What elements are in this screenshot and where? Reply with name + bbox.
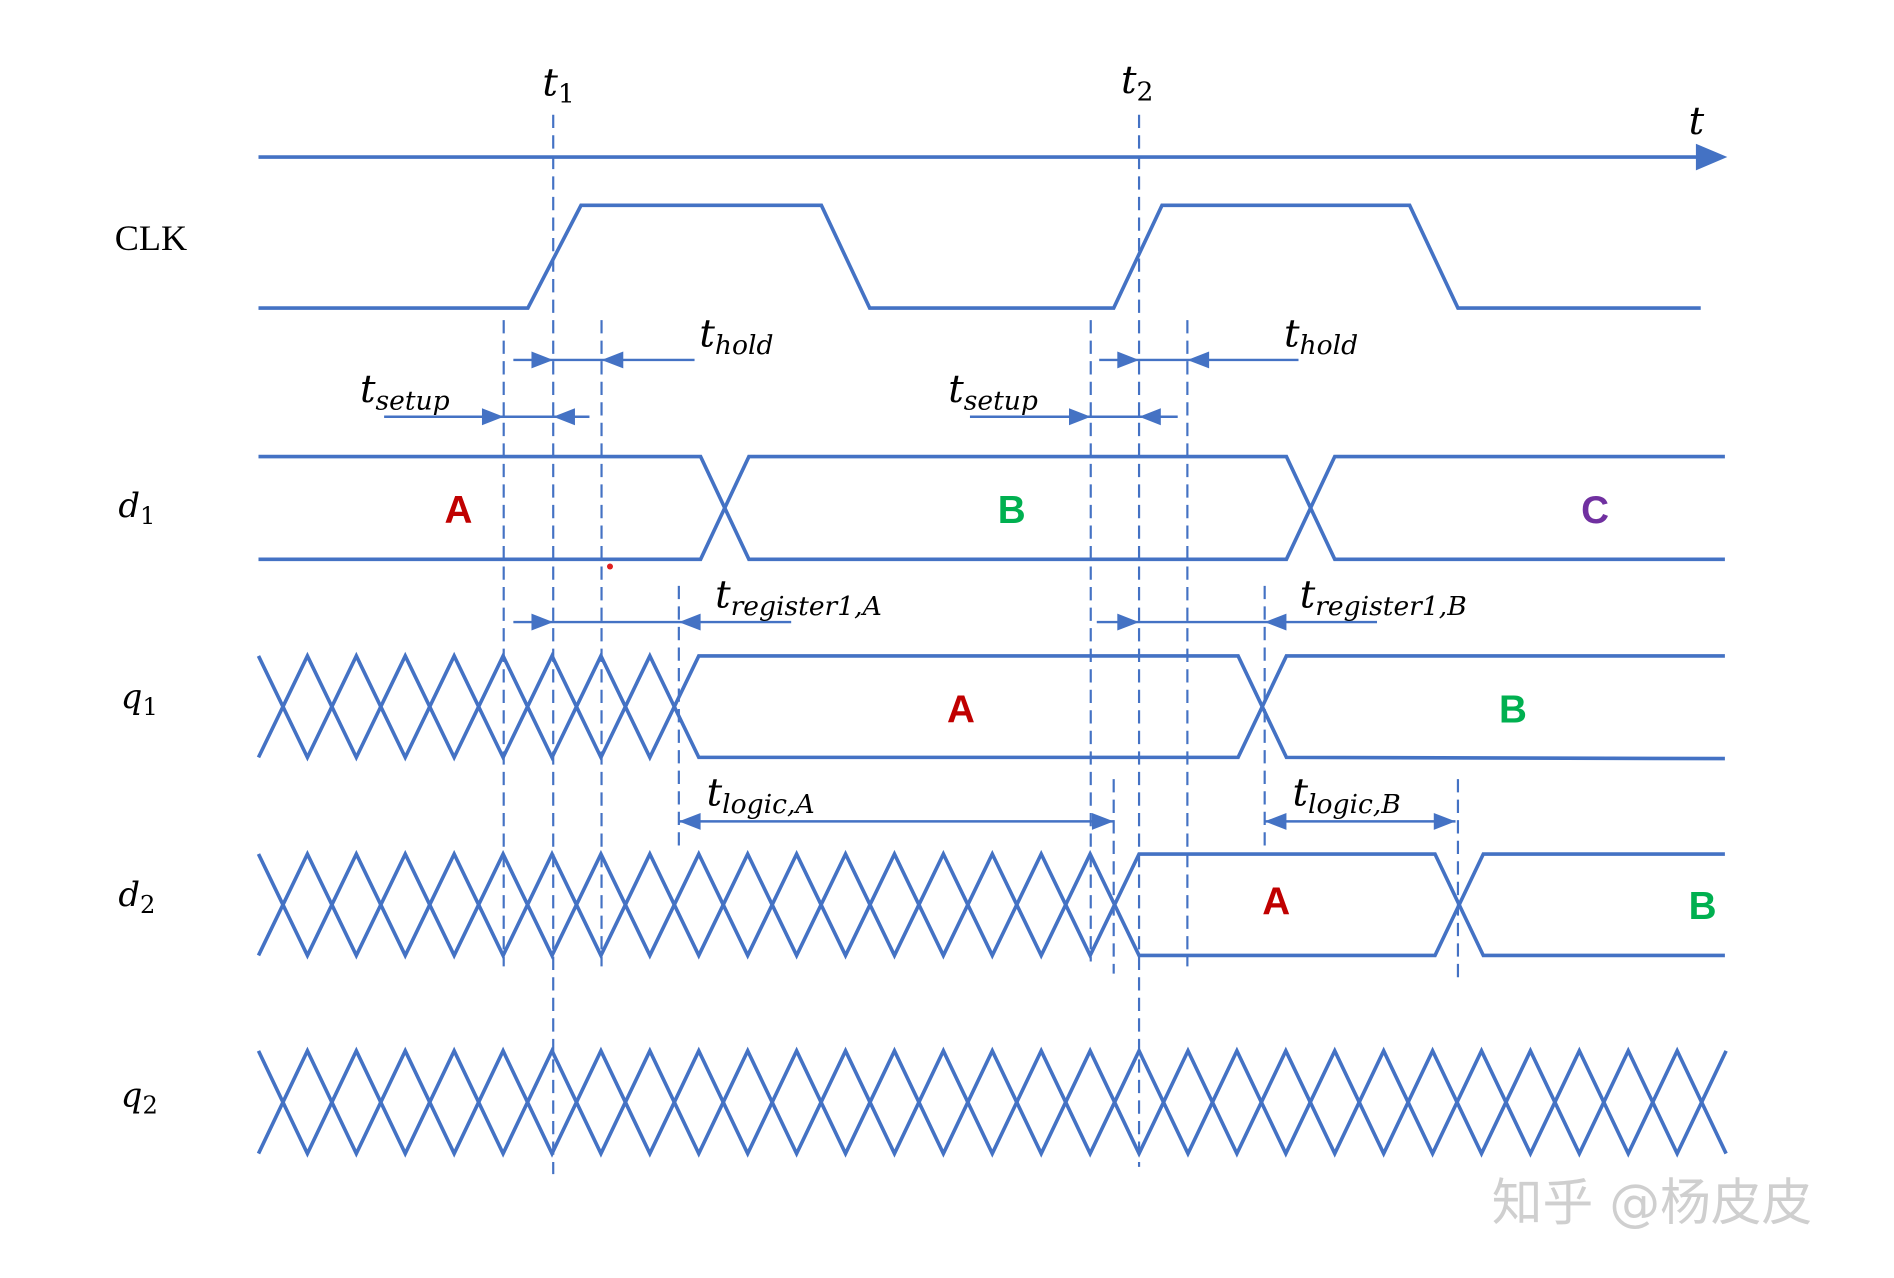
stray-red-dot (606, 563, 614, 570)
interval-arrows (384, 351, 1456, 830)
setup-t2-arrowhead-1 (1068, 408, 1091, 426)
logic-A-arrow (678, 812, 1114, 830)
d1-value-B: B (998, 489, 1026, 532)
register1-B-arrow (1096, 613, 1378, 631)
time-axis-arrowhead (1695, 143, 1728, 171)
clock-edge-t2-label: t2 (1121, 58, 1153, 107)
d2-value-A: A (1262, 880, 1290, 923)
hold-t2-arrowhead-1 (1117, 351, 1140, 369)
clock-edge-t2-index: 2 (1136, 76, 1153, 107)
register1-A-symbol: t (715, 573, 731, 618)
q1-value-B: B (1499, 688, 1527, 731)
logic-B-arrowhead-1 (1264, 812, 1287, 830)
hold-t1-label: thold (699, 312, 773, 361)
setup-t1-arrowhead-1 (481, 408, 504, 426)
q2-waveform-trace-1 (256, 1046, 1728, 1158)
register1-B-subscript: register1,B (1315, 591, 1467, 622)
register1-A-subscript: register1,A (731, 591, 882, 622)
logic-B-arrow (1264, 812, 1456, 830)
setup-t1-label: tsetup (360, 367, 450, 416)
q1-waveform-trace-1 (256, 651, 1725, 762)
clock-edge-t1-label: t1 (542, 60, 574, 109)
hold-t2-symbol: t (1284, 312, 1300, 357)
d1-waveform-trace-2 (258, 454, 1725, 562)
q2-waveform-trace-2 (256, 1046, 1728, 1158)
register1-A-label: tregister1,A (715, 573, 882, 622)
logic-B-label: tlogic,B (1292, 771, 1400, 820)
hold-t2-label: thold (1284, 312, 1358, 361)
signal-label-d2-index: 2 (140, 891, 155, 919)
setup-t1-subscript: setup (375, 385, 449, 416)
register1-B-label: tregister1,B (1300, 573, 1467, 622)
waveforms (256, 203, 1728, 1158)
logic-B-subscript: logic,B (1308, 789, 1401, 820)
d2-waveform-trace-2 (256, 849, 1725, 960)
register1-B-symbol: t (1300, 573, 1316, 618)
d1-value-A: A (445, 489, 473, 532)
hold-t2-subscript: hold (1300, 330, 1359, 361)
hold-t2-arrowhead-2 (1187, 351, 1210, 369)
signal-label-q2: q2 (121, 1075, 158, 1119)
q1-value-A: A (947, 688, 975, 731)
register1-B-arrowhead-1 (1117, 613, 1140, 631)
hold-t1-arrowhead-1 (531, 351, 554, 369)
d2-value-B: B (1689, 885, 1717, 928)
clock-edge-t1-index: 1 (558, 79, 575, 110)
hold-t1-subscript: hold (715, 330, 774, 361)
logic-A-label: tlogic,A (707, 771, 815, 820)
setup-t1-symbol: t (360, 367, 376, 412)
signal-label-q1-symbol: q (121, 677, 143, 716)
register1-A-arrow (513, 613, 792, 631)
labels: t t1 t2 CLK d1 q1 d2 q2 A B C A B A B th… (115, 58, 1812, 1232)
signal-label-d2: d2 (118, 875, 155, 919)
logic-B-symbol: t (1292, 771, 1308, 816)
setup-t2-symbol: t (948, 367, 964, 412)
hold-t1-arrowhead-2 (601, 351, 624, 369)
hold-t2-arrow (1099, 351, 1299, 369)
diagram-marks (256, 114, 1728, 1175)
logic-A-arrowhead-2 (1091, 812, 1114, 830)
logic-A-arrowhead-1 (678, 812, 701, 830)
signal-label-d2-symbol: d (118, 875, 140, 914)
clock-edge-t1-symbol: t (542, 60, 558, 105)
logic-B-arrowhead-2 (1433, 812, 1456, 830)
hold-t1-arrow (513, 351, 695, 369)
setup-t1-arrowhead-2 (553, 408, 575, 426)
register1-A-arrowhead-2 (678, 613, 701, 631)
signal-label-q1-index: 1 (142, 693, 157, 721)
setup-t1-arrow (384, 408, 590, 426)
setup-t2-arrow (969, 408, 1178, 426)
setup-t2-label: tsetup (948, 367, 1038, 416)
signal-label-clk: CLK (115, 218, 187, 258)
d1-value-C: C (1581, 489, 1609, 532)
watermark: 知乎 @杨皮皮 (1492, 1173, 1812, 1232)
d1-waveform-trace-1 (258, 454, 1725, 562)
register1-A-arrowhead-1 (531, 613, 554, 631)
clk-waveform (258, 203, 1701, 310)
setup-t2-arrowhead-2 (1139, 408, 1161, 426)
signal-label-d1: d1 (118, 486, 155, 530)
clock-edge-t2-symbol: t (1121, 58, 1137, 103)
hold-t1-symbol: t (699, 312, 715, 357)
q1-waveform-trace-2 (256, 651, 1725, 762)
time-axis (258, 143, 1728, 171)
register1-B-arrowhead-2 (1264, 613, 1287, 631)
logic-A-symbol: t (707, 771, 723, 816)
signal-label-q2-index: 2 (142, 1092, 157, 1120)
signal-label-q1: q1 (121, 677, 158, 721)
time-axis-label: t (1689, 99, 1705, 144)
setup-t2-subscript: setup (964, 385, 1038, 416)
logic-A-subscript: logic,A (722, 789, 815, 820)
signal-label-d1-index: 1 (140, 502, 155, 530)
signal-label-d1-symbol: d (118, 486, 140, 525)
signal-label-q2-symbol: q (121, 1075, 143, 1114)
